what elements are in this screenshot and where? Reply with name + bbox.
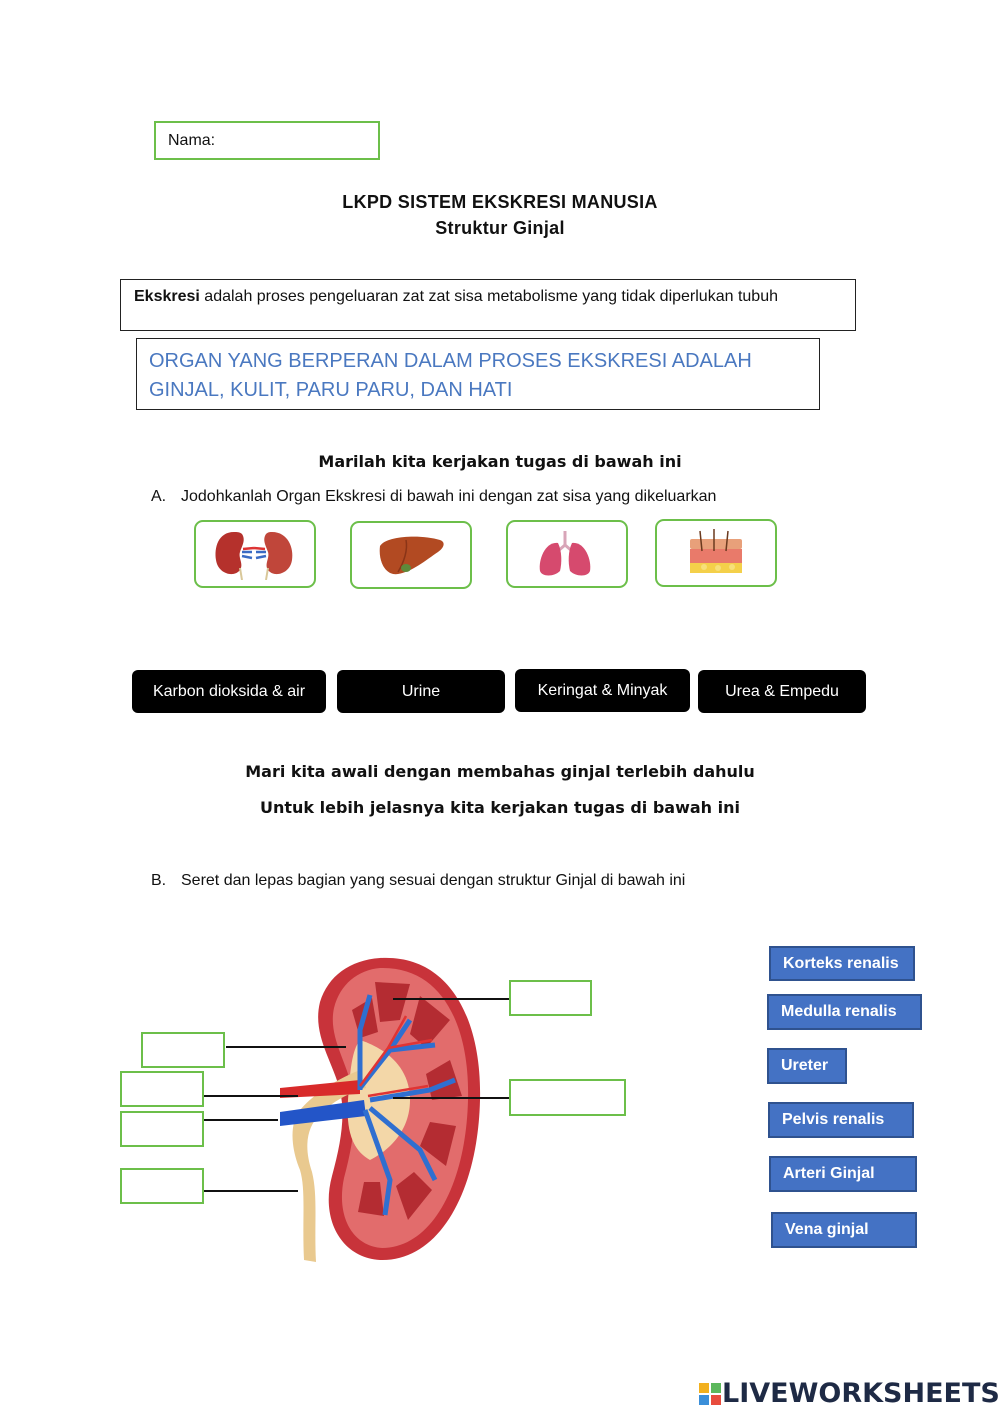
name-field[interactable]: Nama: xyxy=(154,121,380,160)
organ-box-kidney[interactable] xyxy=(194,520,316,588)
label-medulla-renalis[interactable]: Medulla renalis xyxy=(767,994,922,1030)
liveworksheets-logo[interactable]: LIVEWORKSHEETS xyxy=(698,1378,1000,1409)
label-korteks-renalis[interactable]: Korteks renalis xyxy=(769,946,915,981)
intro-heading: Marilah kita kerjakan tugas di bawah ini xyxy=(318,452,682,471)
skin-icon xyxy=(690,529,742,573)
drop-zone-2[interactable] xyxy=(141,1032,225,1068)
task-a-text: Jodohkanlah Organ Ekskresi di bawah ini … xyxy=(181,488,717,505)
leader-line-6 xyxy=(204,1190,298,1192)
name-label: Nama: xyxy=(168,132,216,149)
answer-button-3[interactable]: Keringat & Minyak xyxy=(515,669,690,712)
label-ureter[interactable]: Ureter xyxy=(767,1048,847,1084)
organ-info-box: ORGAN YANG BERPERAN DALAM PROSES EKSKRES… xyxy=(136,338,820,410)
definition-term: Ekskresi xyxy=(134,288,200,305)
drop-zone-3[interactable] xyxy=(509,1079,626,1116)
label-arteri-ginjal[interactable]: Arteri Ginjal xyxy=(769,1156,917,1192)
leader-line-1 xyxy=(393,998,509,1000)
page-subtitle: Struktur Ginjal xyxy=(435,218,565,238)
answer-button-1[interactable]: Karbon dioksida & air xyxy=(132,670,326,713)
lungs-icon xyxy=(539,531,591,576)
kidney-icon xyxy=(215,532,293,580)
organ-box-skin[interactable] xyxy=(655,519,777,587)
page-title: LKPD SISTEM EKSKRESI MANUSIA xyxy=(342,192,658,212)
organ-info-text: ORGAN YANG BERPERAN DALAM PROSES EKSKRES… xyxy=(149,350,752,401)
organ-box-lungs[interactable] xyxy=(506,520,628,588)
definition-box: Ekskresi adalah proses pengeluaran zat z… xyxy=(120,279,856,331)
logo-text: LIVEWORKSHEETS xyxy=(722,1378,1000,1409)
drop-zone-1[interactable] xyxy=(509,980,592,1016)
answer-button-2[interactable]: Urine xyxy=(337,670,505,713)
leader-line-5 xyxy=(204,1119,278,1121)
leader-line-2 xyxy=(226,1046,346,1048)
answer-button-4[interactable]: Urea & Empedu xyxy=(698,670,866,713)
drop-zone-4[interactable] xyxy=(120,1071,204,1107)
kidney-diagram xyxy=(280,957,481,1262)
leader-line-4 xyxy=(204,1095,298,1097)
task-b-letter: B. xyxy=(151,872,167,889)
kidney-heading: Mari kita awali dengan membahas ginjal t… xyxy=(245,762,755,781)
definition-text: adalah proses pengeluaran zat zat sisa m… xyxy=(199,288,778,305)
drop-zone-5[interactable] xyxy=(120,1111,204,1147)
drop-zone-6[interactable] xyxy=(120,1168,204,1204)
liveworksheets-logo-icon xyxy=(699,1382,721,1405)
task-a-letter: A. xyxy=(151,488,167,505)
task-heading: Untuk lebih jelasnya kita kerjakan tugas… xyxy=(259,798,740,817)
task-b-text: Seret dan lepas bagian yang sesuai denga… xyxy=(181,872,686,889)
organ-box-liver[interactable] xyxy=(350,521,472,589)
label-vena-ginjal[interactable]: Vena ginjal xyxy=(771,1212,917,1248)
leader-line-3 xyxy=(393,1097,509,1099)
label-pelvis-renalis[interactable]: Pelvis renalis xyxy=(768,1102,914,1138)
liver-icon xyxy=(379,536,444,575)
